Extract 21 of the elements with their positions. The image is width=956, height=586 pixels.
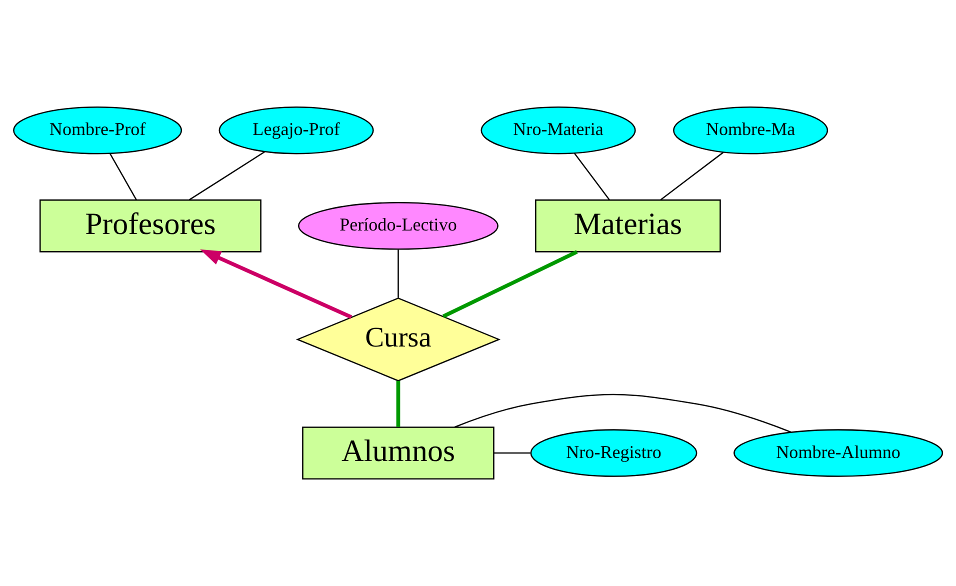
connector <box>398 250 399 298</box>
connector <box>396 380 400 427</box>
connector <box>494 452 530 454</box>
node-ellipse: Nro-Materia <box>480 106 636 154</box>
node-diamond: Cursa <box>296 297 501 382</box>
node-ellipse: Nombre-Ma <box>673 106 828 154</box>
connector <box>110 153 137 200</box>
connector <box>188 151 265 200</box>
node-ellipse: Nombre-Prof <box>13 106 182 154</box>
connector <box>660 152 724 200</box>
connector <box>574 152 610 200</box>
node-ellipse: Legajo-Prof <box>218 106 374 154</box>
node-box: Alumnos <box>302 426 494 480</box>
node-ellipse: Período-Lectivo <box>298 202 498 250</box>
node-ellipse: Nombre-Alumno <box>734 429 944 477</box>
connector <box>454 394 792 433</box>
node-box: Profesores <box>39 199 262 252</box>
node-box: Materias <box>535 199 721 252</box>
node-ellipse: Nro-Registro <box>530 429 698 477</box>
arrow <box>200 249 352 319</box>
connector <box>442 250 578 318</box>
